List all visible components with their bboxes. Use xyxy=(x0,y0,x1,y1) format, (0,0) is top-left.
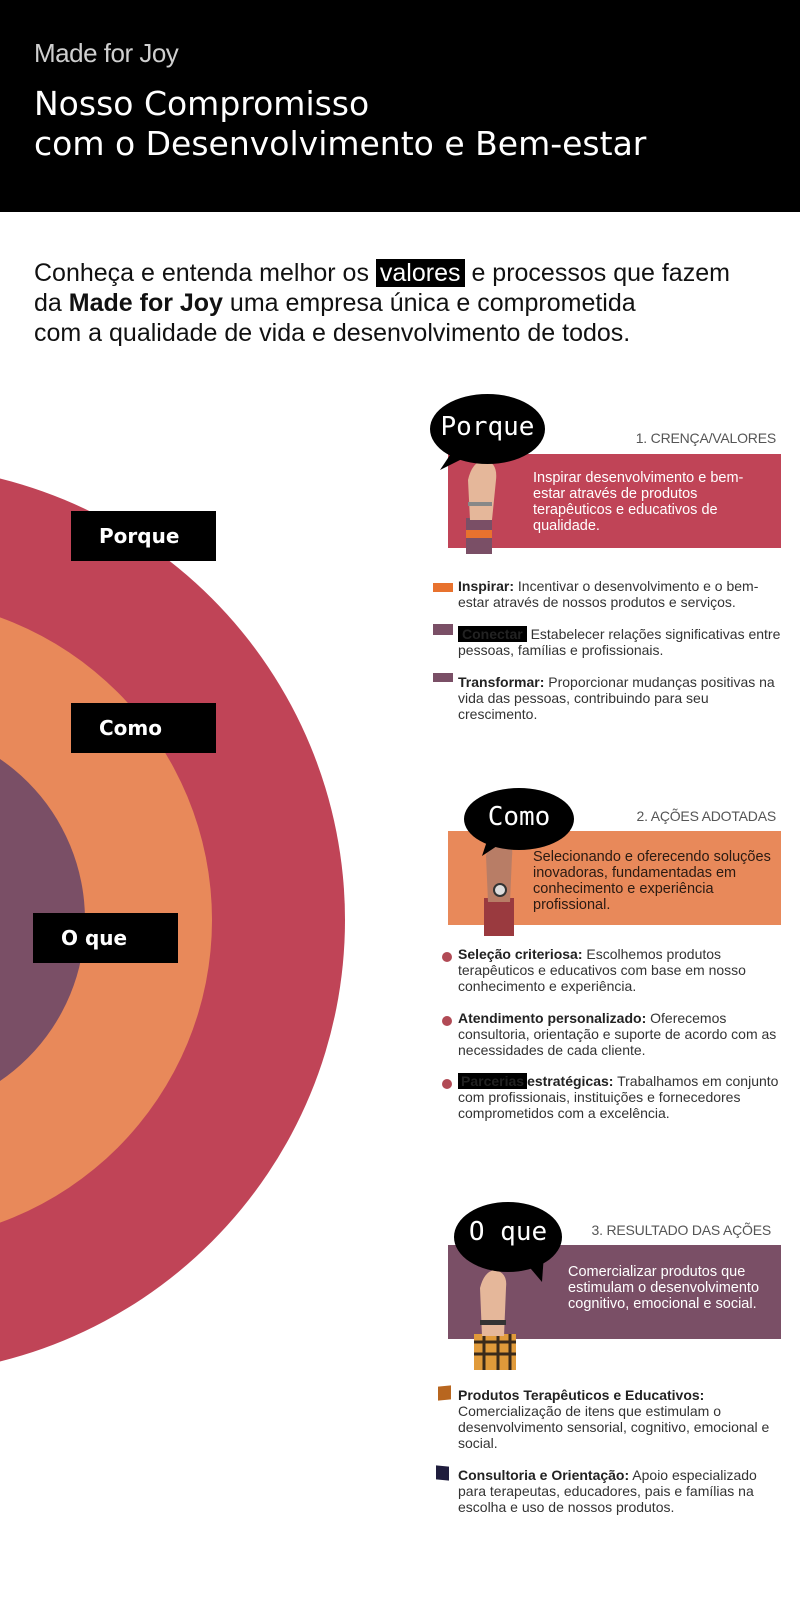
bullet-flag-2 xyxy=(433,624,453,635)
item-conectar: Conectar Estabelecer relações significat… xyxy=(458,626,788,658)
item-inspirar-bold: Inspirar: xyxy=(458,578,515,594)
section-3-tag: 3. RESULTADO DAS AÇÕES xyxy=(591,1222,772,1238)
item-produtos-bold: Produtos Terapêuticos e Educativos: xyxy=(458,1387,705,1403)
bullet-square-2 xyxy=(436,1465,449,1481)
item-inspirar: Inspirar: Incentivar o desenvolvimento e… xyxy=(458,578,788,610)
intro-part-2: e processos que fazem xyxy=(471,259,730,287)
intro-brand: Made for Joy xyxy=(68,289,223,317)
intro-highlight: valores xyxy=(375,259,465,287)
brand-name: Made for Joy xyxy=(34,38,179,68)
bubble-tail-2 xyxy=(482,838,506,856)
item-parcerias-bold: estratégicas: xyxy=(527,1073,614,1089)
bullet-flag-3 xyxy=(433,673,453,682)
title-line-2: com o Desenvolvimento e Bem-estar xyxy=(34,124,647,163)
bullet-dot-1 xyxy=(442,952,452,962)
section-1-band: Inspirar desenvolvimento e bem-estar atr… xyxy=(448,454,781,548)
bubble-porque: Porque xyxy=(430,394,545,464)
intro-paragraph: Conheça e entenda melhor os valores e pr… xyxy=(34,258,764,348)
item-atendimento-bold: Atendimento personalizado: xyxy=(458,1010,647,1026)
item-selecao: Seleção criteriosa: Escolhemos produtos … xyxy=(458,946,788,994)
item-atendimento: Atendimento personalizado: Oferecemos co… xyxy=(458,1010,788,1058)
item-produtos: Produtos Terapêuticos e Educativos: Come… xyxy=(458,1387,788,1451)
item-consultoria: Consultoria e Orientação: Apoio especial… xyxy=(458,1467,788,1515)
title-line-1: Nosso Compromisso xyxy=(34,84,370,123)
item-inspirar-text: Incentivar o desenvolvimento e o bem-est… xyxy=(458,578,759,610)
hand-illustration-1 xyxy=(466,460,497,554)
intro-part-1: Conheça e entenda melhor os xyxy=(34,259,369,287)
intro-part-3: da xyxy=(34,289,62,317)
intro-part-4: uma empresa única e comprometida xyxy=(229,289,636,317)
item-consultoria-bold: Consultoria e Orientação: xyxy=(458,1467,630,1483)
item-parcerias-text: Trabalhamos em conjunto com profissionai… xyxy=(458,1073,779,1121)
bullet-flag-1 xyxy=(433,583,453,592)
item-selecao-bold: Seleção criteriosa: xyxy=(458,946,583,962)
intro-part-5: com a qualidade de vida e desenvolviment… xyxy=(34,319,631,347)
bubble-tail-3 xyxy=(520,1254,544,1282)
bubble-tail-1 xyxy=(440,452,468,470)
section-2-tag: 2. AÇÕES ADOTADAS xyxy=(636,808,777,824)
section-2-band-text: Selecionando e oferecendo soluções inova… xyxy=(533,849,771,913)
item-produtos-text: Comercialização de itens que estimulam o… xyxy=(458,1403,770,1451)
item-consultoria-text: Apoio especializado para terapeutas, edu… xyxy=(458,1467,757,1515)
item-transformar-text: Proporcionar mudanças positivas na vida … xyxy=(458,674,775,722)
hand-illustration-2 xyxy=(484,838,514,936)
item-selecao-text: Escolhemos produtos terapêuticos e educa… xyxy=(458,946,746,994)
item-conectar-text: Estabelecer relações significativas entr… xyxy=(458,626,781,658)
section-1-band-text: Inspirar desenvolvimento e bem-estar atr… xyxy=(533,470,744,534)
ring-label-o-que: O que xyxy=(33,913,178,963)
bullet-square-1 xyxy=(438,1385,451,1401)
item-transformar-bold: Transformar: xyxy=(458,674,545,690)
item-parcerias-highlight: Parcerias xyxy=(458,1073,528,1089)
ring-label-porque: Porque xyxy=(71,511,216,561)
header-banner xyxy=(0,0,800,212)
item-atendimento-text: Oferecemos consultoria, orientação e sup… xyxy=(458,1010,777,1058)
section-1-tag: 1. CRENÇA/VALORES xyxy=(635,430,776,446)
bubble-como: Como xyxy=(464,788,574,850)
page-title: Nosso Compromisso com o Desenvolvimento … xyxy=(34,84,774,164)
section-3-band-text: Comercializar produtos que estimulam o d… xyxy=(568,1264,760,1312)
item-conectar-bold: Conectar xyxy=(458,626,527,642)
bubble-o-que: O que xyxy=(454,1202,562,1272)
bullet-dot-3 xyxy=(442,1079,452,1089)
item-transformar: Transformar: Proporcionar mudanças posit… xyxy=(458,674,788,722)
bullet-dot-2 xyxy=(442,1016,452,1026)
ring-label-como: Como xyxy=(71,703,216,753)
hand-illustration-3 xyxy=(474,1270,516,1370)
